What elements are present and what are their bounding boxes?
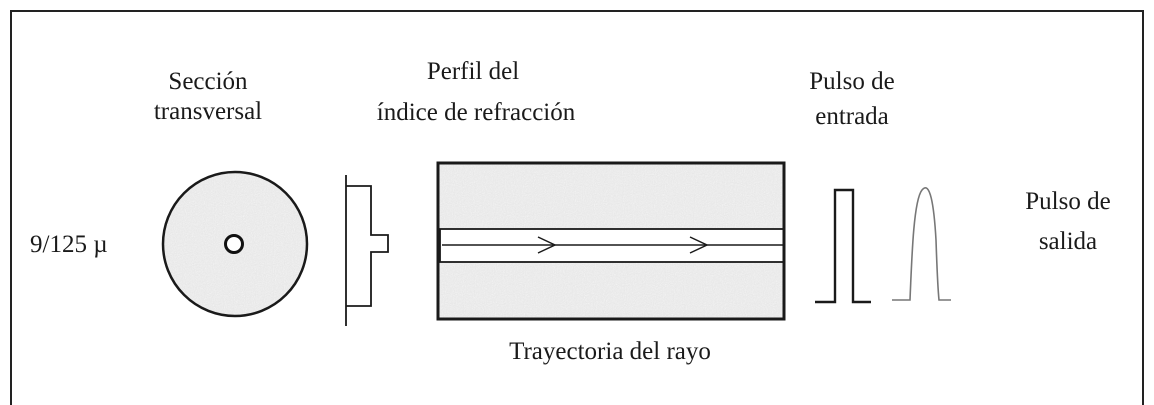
index-profile-title-line2: índice de refracción [376, 99, 576, 126]
output-pulse-title-line1: Pulso de [1025, 188, 1111, 215]
fiber-longitudinal-section [436, 161, 786, 321]
ray-path-label: Trayectoria del rayo [509, 338, 711, 365]
ray-path [442, 236, 784, 254]
input-pulse-waveform [815, 188, 871, 304]
frame-border [10, 10, 1144, 405]
ray-arrow-1 [537, 236, 557, 254]
output-pulse-title-line2: salida [1038, 228, 1098, 255]
index-profile-title-line1: Perfil del [426, 58, 520, 85]
input-pulse-title-line1: Pulso de [809, 68, 895, 95]
index-profile-curve [345, 175, 389, 326]
cross-section-title-line1: Sección [168, 68, 248, 95]
output-pulse-waveform [892, 187, 951, 301]
ray-arrow-2 [689, 236, 709, 254]
input-pulse-title-line2: entrada [815, 103, 889, 130]
fiber-core [224, 234, 244, 254]
fiber-size-label: 9/125 µ [30, 231, 108, 258]
cross-section-title-line2: transversal [153, 98, 263, 125]
